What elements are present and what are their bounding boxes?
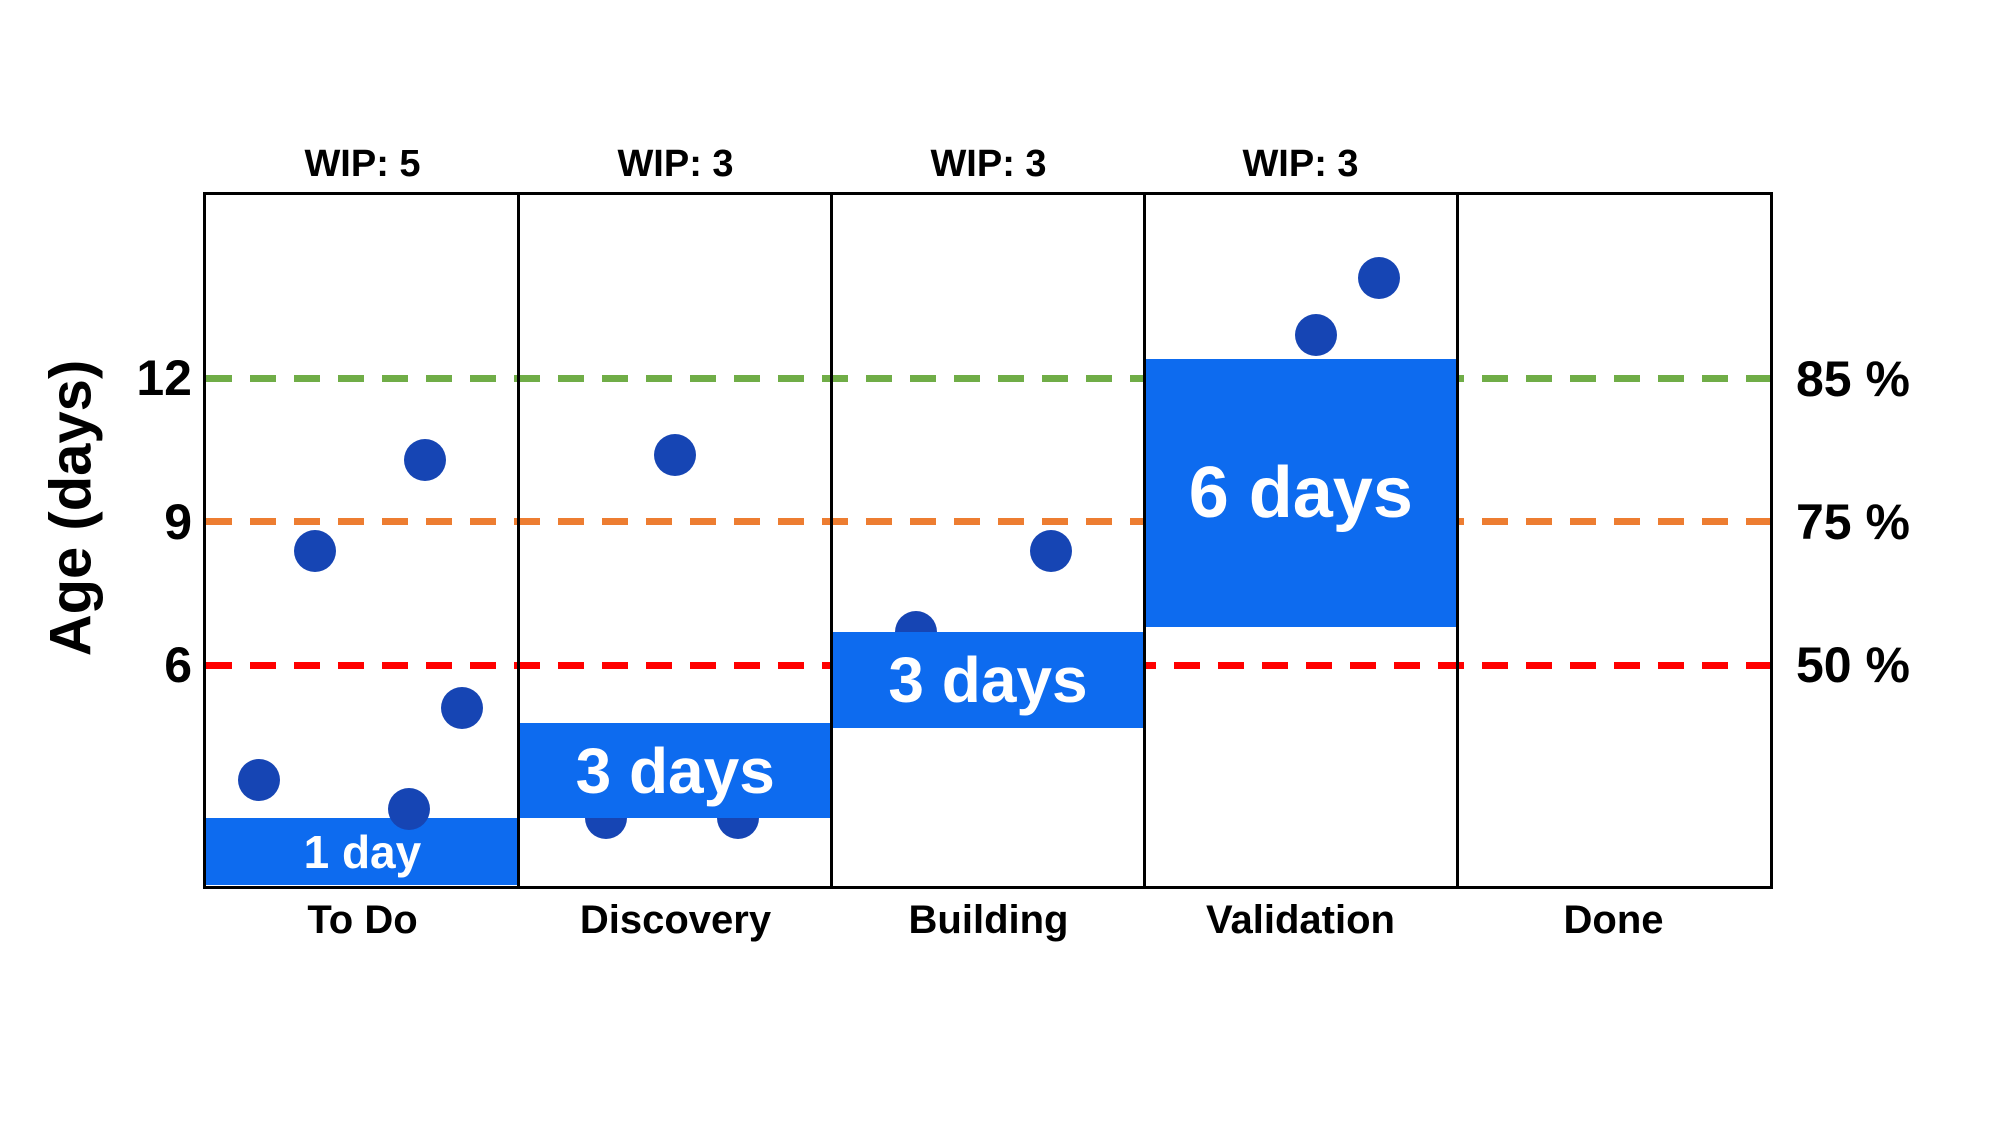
y-tick-9: 9 xyxy=(164,494,192,550)
work-item-dot xyxy=(294,529,337,572)
avg-age-box-building: 3 days xyxy=(831,631,1145,728)
column-separator xyxy=(1456,195,1459,886)
avg-age-box-to-do: 1 day xyxy=(206,818,519,886)
percentile-label-50: 50 % xyxy=(1796,637,1910,693)
avg-age-box-discovery: 3 days xyxy=(518,722,832,819)
column-label-building: Building xyxy=(908,898,1069,942)
column-label-validation: Validation xyxy=(1206,898,1395,942)
wip-label-discovery: WIP: 3 xyxy=(617,143,734,185)
work-item-dot xyxy=(1295,314,1338,357)
wip-label-validation: WIP: 3 xyxy=(1242,143,1359,185)
y-tick-6: 6 xyxy=(164,637,192,693)
percentile-line-75 xyxy=(206,518,1770,526)
wip-label-building: WIP: 3 xyxy=(930,143,1047,185)
avg-age-box-validation: 6 days xyxy=(1144,359,1458,628)
work-item-dot xyxy=(1358,256,1400,299)
work-item-dot xyxy=(654,433,697,476)
column-separator xyxy=(1143,195,1146,886)
percentile-label-85: 85 % xyxy=(1796,351,1910,407)
column-separator xyxy=(517,195,520,886)
work-item-dot xyxy=(441,687,484,730)
work-item-dot xyxy=(388,787,431,830)
percentile-line-85 xyxy=(206,374,1770,382)
work-item-dot xyxy=(1029,529,1072,572)
work-item-dot xyxy=(238,759,281,802)
column-separator xyxy=(830,195,833,886)
wip-label-todo: WIP: 5 xyxy=(304,143,421,185)
column-label-discovery: Discovery xyxy=(579,898,772,942)
work-item-dot xyxy=(403,438,446,481)
percentile-label-75: 75 % xyxy=(1796,494,1910,550)
column-label-done: Done xyxy=(1563,898,1664,942)
y-tick-12: 12 xyxy=(136,350,192,406)
column-label-todo: To Do xyxy=(307,898,418,942)
